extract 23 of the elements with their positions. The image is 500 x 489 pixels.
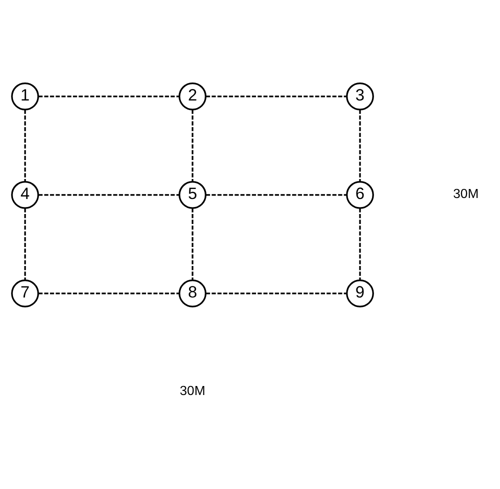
- connector: [206, 194, 347, 196]
- node-circle: 7: [11, 278, 40, 307]
- connector: [38, 95, 180, 97]
- node-circle: 8: [178, 278, 206, 307]
- connector: [38, 194, 180, 196]
- connector: [192, 109, 194, 182]
- connector: [24, 109, 26, 182]
- node-circle: 4: [11, 180, 40, 208]
- label: 30M: [180, 382, 206, 398]
- node-circle: 6: [346, 180, 374, 208]
- connector: [206, 292, 347, 294]
- connector: [359, 109, 361, 182]
- connector: [24, 208, 26, 280]
- connector: [38, 292, 180, 294]
- node-circle: 9: [346, 278, 374, 307]
- node-circle: 3: [346, 82, 374, 110]
- connector: [206, 95, 347, 97]
- node-circle: 2: [178, 82, 206, 110]
- connector: [192, 208, 194, 280]
- connector: [359, 208, 361, 280]
- node-circle: 1: [11, 82, 40, 110]
- node-circle: 5: [178, 180, 206, 208]
- label: 30M: [453, 186, 479, 201]
